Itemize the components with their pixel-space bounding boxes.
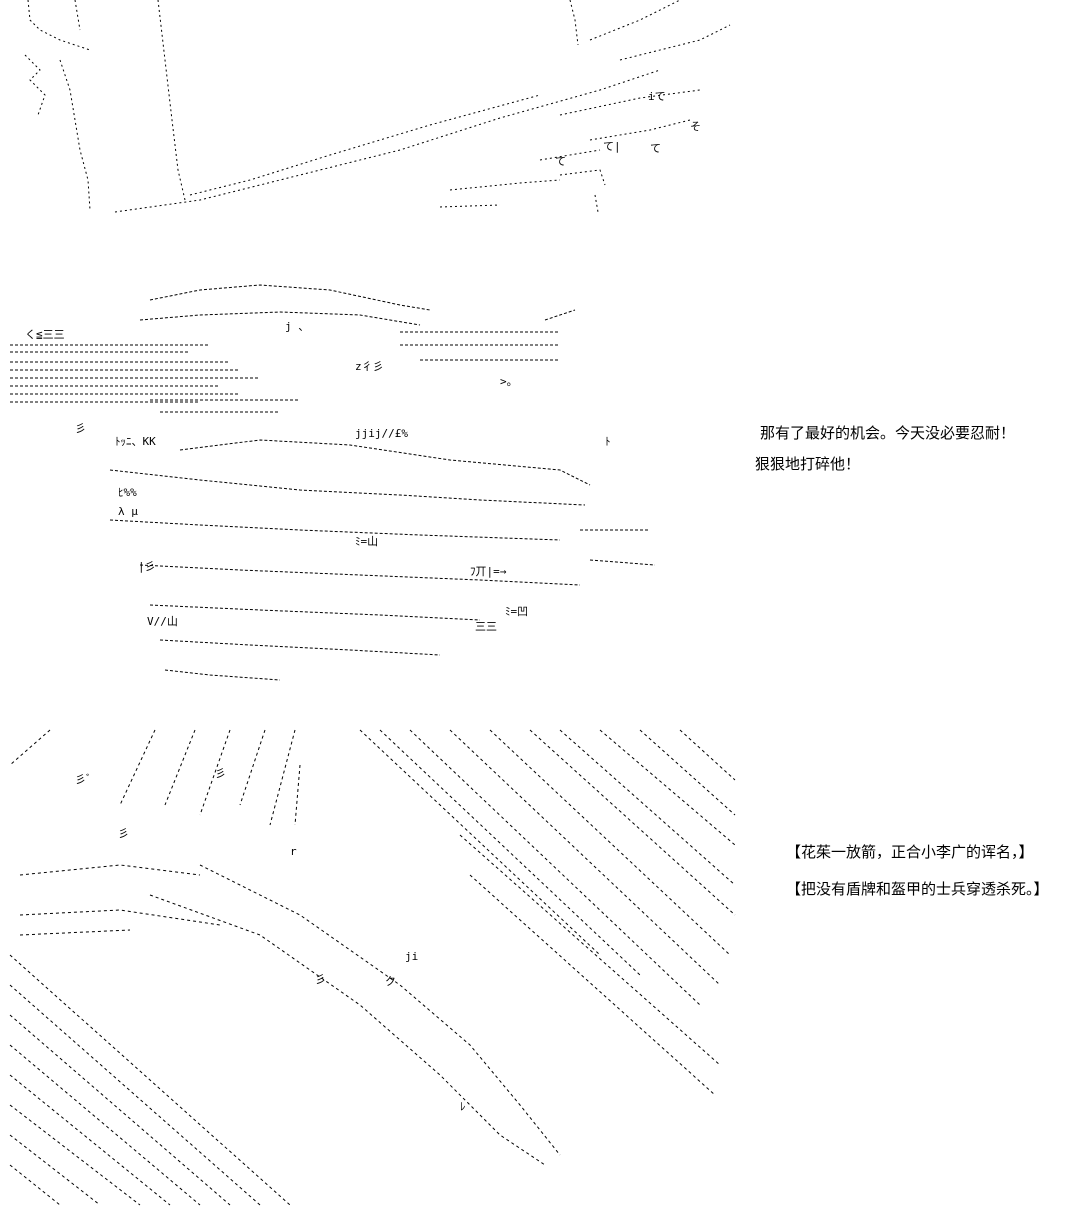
ascii-art-top-drawing: iて て| て そ て <box>24 0 731 213</box>
svg-text:>。: >。 <box>500 375 518 388</box>
svg-text:ﾚ: ﾚ <box>460 1100 466 1113</box>
ascii-art-panel-top: iて て| て そ て <box>0 0 740 225</box>
svg-text:r: r <box>290 845 297 858</box>
narration-line-2: 【把没有盾牌和盔甲的士兵穿透杀死。】 <box>786 880 1049 898</box>
ascii-art-bottom-drawing: 彡ﾞ 彡 彡 r 彡 ji ク ﾚ <box>9 729 736 1206</box>
svg-text:z彳彡: z彳彡 <box>355 360 384 373</box>
svg-text:ク: ク <box>385 975 396 988</box>
svg-text:ﾌ丌|=→: ﾌ丌|=→ <box>470 565 507 578</box>
svg-text:ji: ji <box>405 950 418 963</box>
svg-text:そ: そ <box>690 120 701 133</box>
svg-text:彡: 彡 <box>75 422 86 435</box>
svg-text:λ μ: λ μ <box>118 505 138 518</box>
svg-text:iて: iて <box>648 90 666 103</box>
svg-text:て|: て| <box>603 140 621 153</box>
svg-text:ﾄ: ﾄ <box>605 435 611 448</box>
svg-text:彡: 彡 <box>315 973 326 986</box>
narration-line-1: 【花茱一放箭，正合小李广的诨名，】 <box>786 843 1034 861</box>
dialogue-line-2: 狠狠地打碎他！ <box>755 455 861 473</box>
svg-text:彡: 彡 <box>118 827 129 840</box>
ascii-art-panel-middle: く≦三三 彡 ﾄｯﾆ、KK ﾋ%% λ μ |彡 V//山 jjij//£% ﾐ… <box>0 270 740 690</box>
svg-text:彡ﾞ: 彡ﾞ <box>75 773 92 786</box>
svg-text:て: て <box>650 142 661 155</box>
svg-text:ﾋ%%: ﾋ%% <box>118 486 137 499</box>
svg-text:三三: 三三 <box>475 620 497 633</box>
svg-text:V//山: V//山 <box>147 615 178 628</box>
svg-text:ﾄｯﾆ、KK: ﾄｯﾆ、KK <box>115 435 156 448</box>
svg-text:て: て <box>555 155 566 168</box>
svg-text:ﾐ=凹: ﾐ=凹 <box>505 605 528 618</box>
svg-text:j 、: j 、 <box>285 320 309 333</box>
svg-text:jjij//£%: jjij//£% <box>355 427 408 440</box>
svg-text:彡: 彡 <box>215 767 226 780</box>
dialogue-line-1: 那有了最好的机会。今天没必要忍耐！ <box>760 424 1016 442</box>
svg-text:ﾐ=山: ﾐ=山 <box>355 535 378 548</box>
svg-text:く≦三三: く≦三三 <box>25 328 65 341</box>
svg-text:|彡: |彡 <box>138 560 156 573</box>
ascii-art-panel-bottom: 彡ﾞ 彡 彡 r 彡 ji ク ﾚ <box>0 725 740 1215</box>
ascii-art-middle-drawing: く≦三三 彡 ﾄｯﾆ、KK ﾋ%% λ μ |彡 V//山 jjij//£% ﾐ… <box>10 284 656 681</box>
